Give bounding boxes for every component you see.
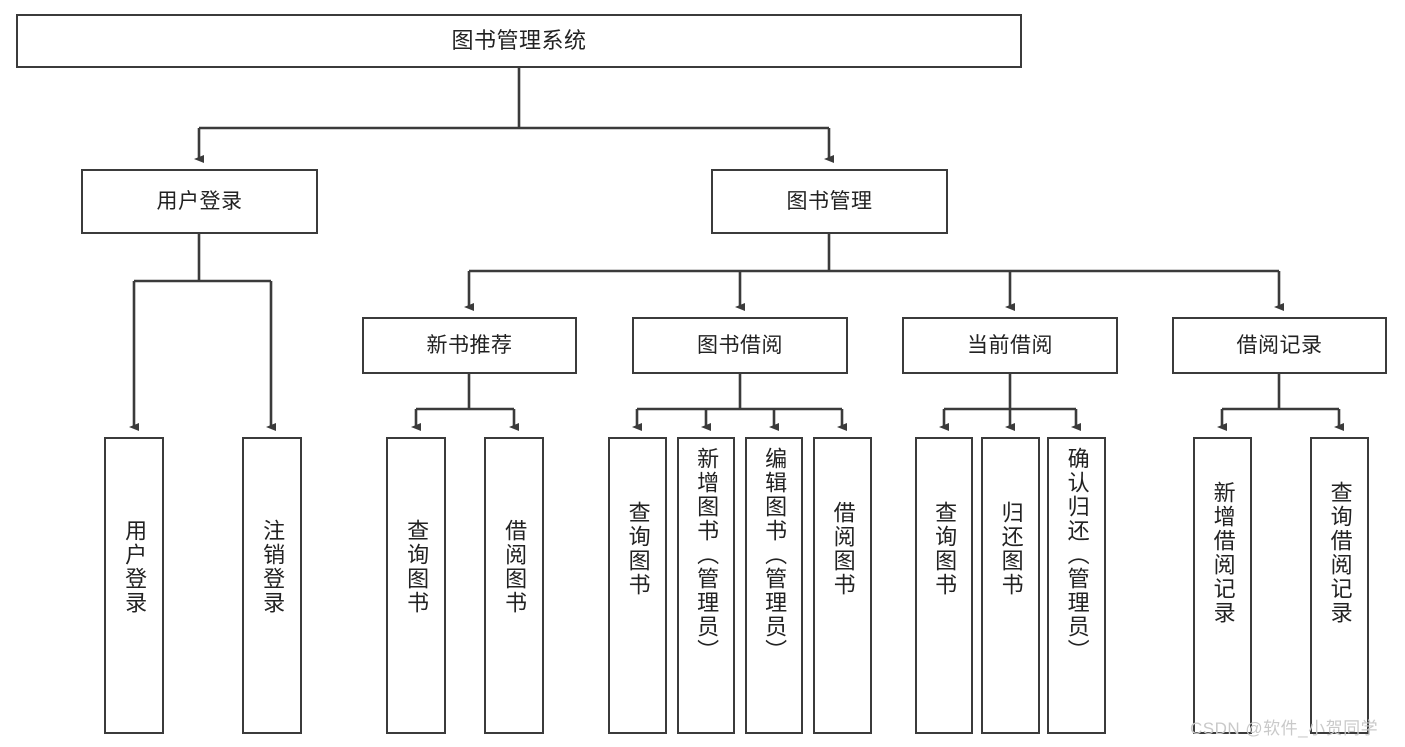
node-leaf-query-book-3-label: 查询图书 [932,501,958,597]
node-borrow-record-label: 借阅记录 [1236,333,1323,357]
node-leaf-query-record-label: 查询借阅记录 [1327,481,1353,625]
node-leaf-query-book-3[interactable]: 查询图书 [915,437,973,734]
node-new-book-rec-label: 新书推荐 [426,333,513,357]
node-leaf-user-logout[interactable]: 注销登录 [242,437,302,734]
node-leaf-query-book-1-label: 查询图书 [404,519,430,615]
node-user-login-label: 用户登录 [156,189,243,213]
node-leaf-confirm-return[interactable]: 确认归还（管理员） [1047,437,1106,734]
node-new-book-rec[interactable]: 新书推荐 [362,317,577,374]
node-leaf-user-login-label: 用户登录 [122,519,148,615]
node-leaf-confirm-return-label: 确认归还（管理员） [1064,447,1090,663]
node-current-borrow[interactable]: 当前借阅 [902,317,1118,374]
csdn-watermark: CSDN @软件_小贺同学 [1190,719,1379,738]
node-leaf-edit-book[interactable]: 编辑图书（管理员） [745,437,803,734]
node-leaf-query-book-2[interactable]: 查询图书 [608,437,667,734]
node-leaf-return-book[interactable]: 归还图书 [981,437,1040,734]
node-leaf-edit-book-label: 编辑图书（管理员） [762,447,788,663]
node-leaf-add-record-label: 新增借阅记录 [1210,481,1236,625]
node-leaf-add-record[interactable]: 新增借阅记录 [1193,437,1252,734]
node-leaf-borrow-book-1-label: 借阅图书 [502,519,528,615]
node-book-borrow-label: 图书借阅 [697,333,783,357]
node-leaf-borrow-book-1[interactable]: 借阅图书 [484,437,544,734]
node-book-manage-label: 图书管理 [786,189,873,213]
node-root[interactable]: 图书管理系统 [16,14,1022,68]
node-root-label: 图书管理系统 [451,27,587,53]
node-book-borrow[interactable]: 图书借阅 [632,317,848,374]
node-leaf-borrow-book-2-label: 借阅图书 [830,501,856,597]
node-current-borrow-label: 当前借阅 [967,333,1053,357]
node-user-login[interactable]: 用户登录 [81,169,318,234]
node-leaf-user-logout-label: 注销登录 [260,519,286,615]
node-leaf-return-book-label: 归还图书 [998,501,1024,597]
node-book-manage[interactable]: 图书管理 [711,169,948,234]
node-leaf-query-record[interactable]: 查询借阅记录 [1310,437,1369,734]
node-leaf-user-login[interactable]: 用户登录 [104,437,164,734]
node-leaf-query-book-1[interactable]: 查询图书 [386,437,446,734]
node-leaf-borrow-book-2[interactable]: 借阅图书 [813,437,872,734]
node-leaf-query-book-2-label: 查询图书 [625,501,651,597]
node-leaf-add-book[interactable]: 新增图书（管理员） [677,437,735,734]
node-leaf-add-book-label: 新增图书（管理员） [694,447,720,663]
node-borrow-record[interactable]: 借阅记录 [1172,317,1387,374]
